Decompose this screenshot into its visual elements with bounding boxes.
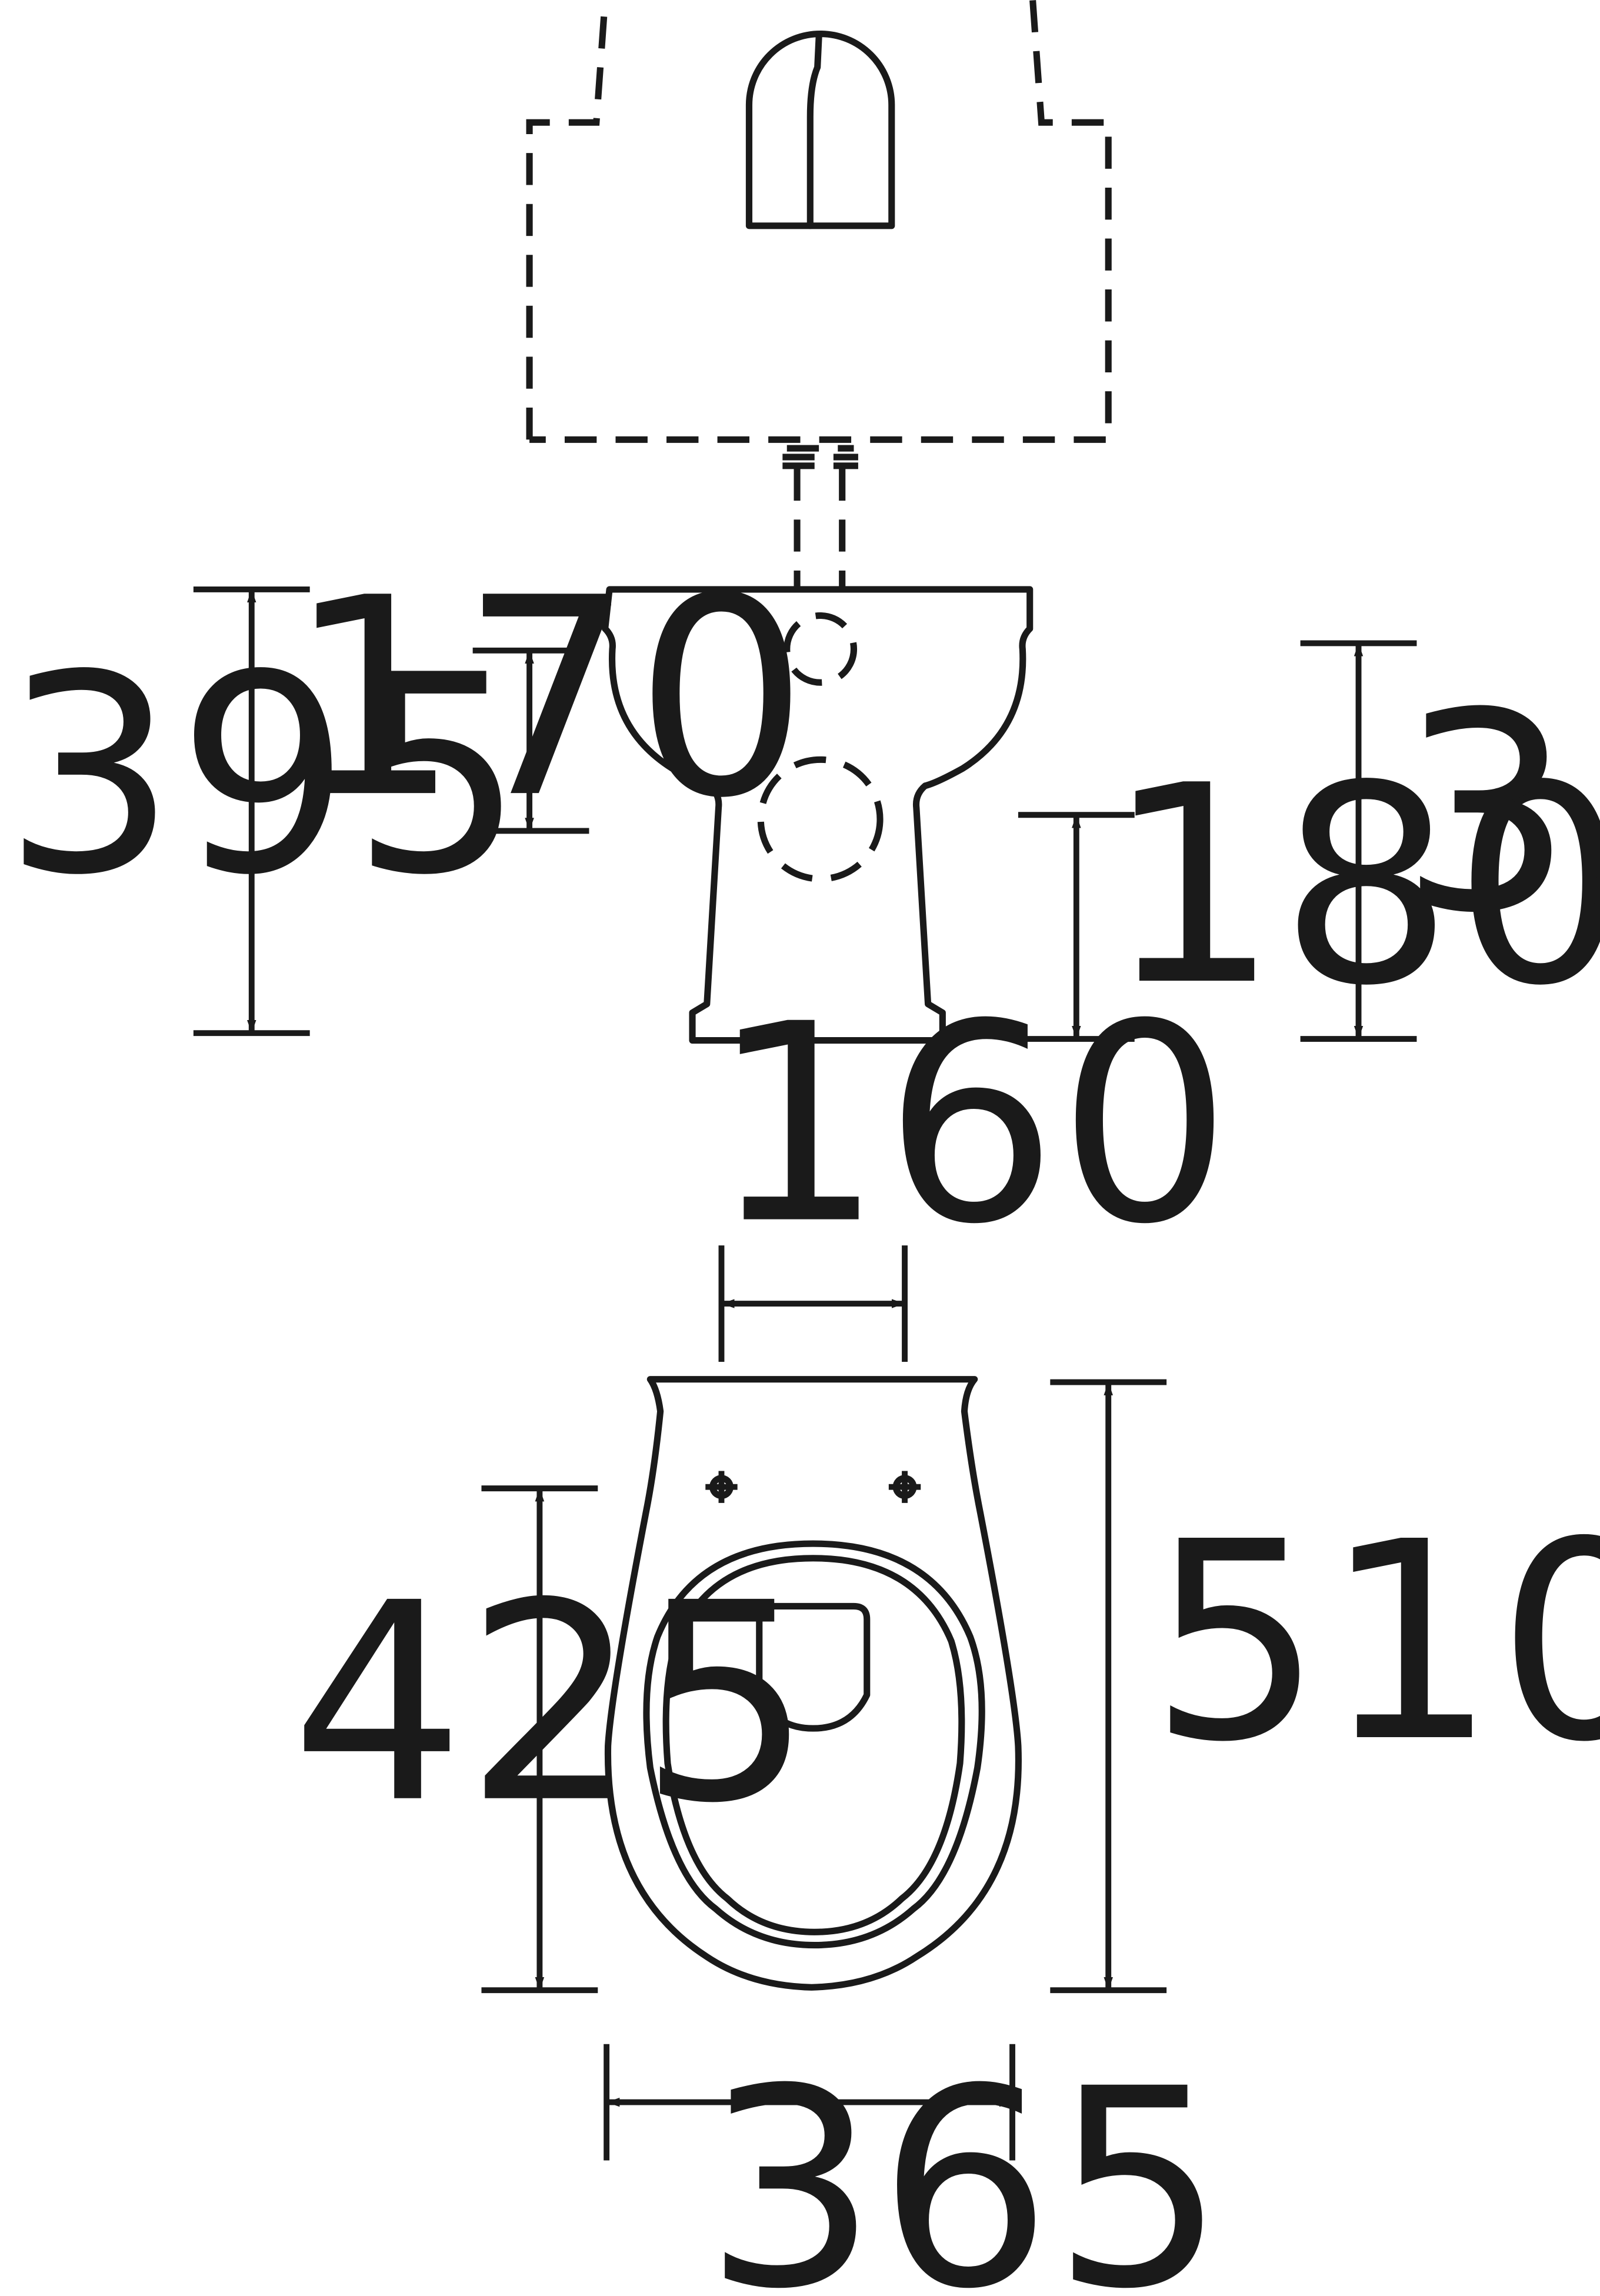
front-elevation — [526, 0, 1112, 1044]
cistern-outline — [526, 0, 1112, 443]
pan-front-outline — [602, 586, 1034, 1044]
fixing-hole-left — [705, 1471, 738, 1503]
dim-label-395: 395 — [3, 616, 525, 935]
dimension-outlet-height: 170 — [286, 539, 808, 858]
dim-label-355: 355 — [1399, 654, 1600, 973]
flush-button-divider — [806, 33, 822, 229]
dimension-overall-width: 365 — [604, 2030, 1226, 2296]
dimension-inlet-height: 180 — [1018, 727, 1600, 1045]
dimension-overall-projection: 510 — [1050, 1379, 1600, 1994]
dim-label-365: 365 — [704, 2030, 1226, 2296]
seat-inner-outline — [662, 1555, 965, 1935]
dim-label-425: 425 — [291, 1544, 813, 1863]
outlet-hidden-circle — [757, 756, 884, 882]
dimension-pan-height: 355 — [1300, 640, 1600, 1042]
dimension-overall-height: 395 — [3, 587, 525, 1037]
dim-label-180: 180 — [1105, 727, 1600, 1045]
pan-plan-outline — [604, 1376, 1022, 1991]
dim-label-510: 510 — [1149, 1483, 1600, 1802]
trapway-outline — [756, 1602, 871, 1732]
dim-label-160: 160 — [710, 965, 1232, 1284]
dim-label-170: 170 — [286, 539, 808, 858]
seat-outline — [643, 1540, 985, 1949]
flush-pipe — [782, 445, 858, 589]
inlet-hidden-circle — [784, 612, 858, 686]
dimension-seat-projection: 425 — [291, 1485, 813, 1994]
fixing-hole-right — [888, 1471, 921, 1503]
dimension-fixing-centres: 160 — [710, 965, 1232, 1362]
plan-view — [604, 1376, 1022, 1991]
flush-button-panel — [745, 30, 895, 229]
